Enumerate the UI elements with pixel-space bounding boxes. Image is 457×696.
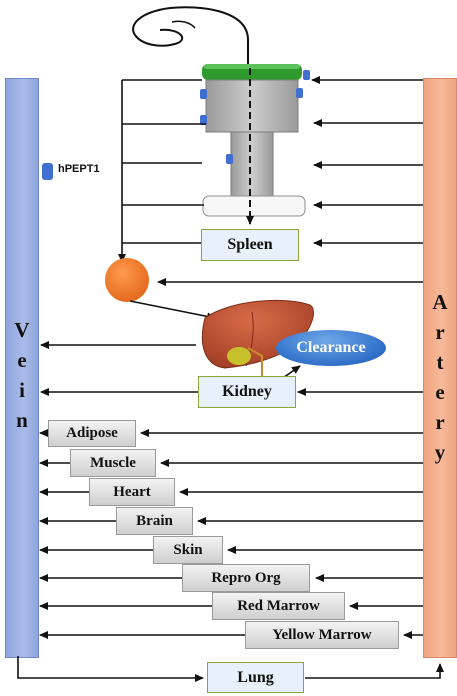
transporter-icon — [200, 89, 207, 99]
artery-letter: r — [435, 320, 445, 344]
tissue-box-adipose: Adipose — [48, 420, 136, 447]
tissue-box-brain: Brain — [116, 507, 193, 535]
spleen-box: Spleen — [201, 229, 299, 261]
vein-letter: i — [19, 378, 25, 402]
lung-box: Lung — [207, 662, 304, 693]
transporter-icon — [303, 70, 310, 80]
gut-segment — [230, 131, 274, 198]
transporter-icon — [296, 88, 303, 98]
artery-letter: A — [432, 290, 448, 314]
gut-segment — [202, 195, 306, 217]
artery-column: A r t e r y — [423, 78, 457, 658]
vein-letter: V — [14, 318, 30, 342]
tissue-box-repro-org: Repro Org — [182, 564, 310, 592]
tissue-box-muscle: Muscle — [70, 449, 156, 477]
artery-letter: y — [434, 440, 446, 464]
transporter-icon — [226, 154, 233, 164]
gut-inlet — [171, 20, 196, 29]
transporter-legend-label: hPEPT1 — [58, 163, 100, 175]
tissue-box-yellow-marrow: Yellow Marrow — [245, 621, 399, 649]
gut-tube — [132, 6, 249, 70]
liver-icon — [201, 299, 314, 380]
portal-node — [105, 258, 149, 302]
transporter-legend-icon — [42, 163, 53, 180]
vein-letter: e — [17, 348, 27, 372]
tissue-box-red-marrow: Red Marrow — [212, 592, 345, 620]
gut-segment — [205, 79, 299, 133]
vein-column: V e i n — [5, 78, 39, 658]
tissue-box-heart: Heart — [89, 478, 175, 506]
tissue-box-skin: Skin — [153, 536, 223, 564]
clearance-ellipse: Clearance — [276, 330, 386, 366]
artery-letter: t — [436, 350, 444, 374]
transporter-icon — [200, 115, 207, 125]
artery-letter: e — [435, 380, 445, 404]
kidney-box: Kidney — [198, 376, 296, 408]
vein-letter: n — [16, 408, 28, 432]
artery-letter: r — [435, 410, 445, 434]
